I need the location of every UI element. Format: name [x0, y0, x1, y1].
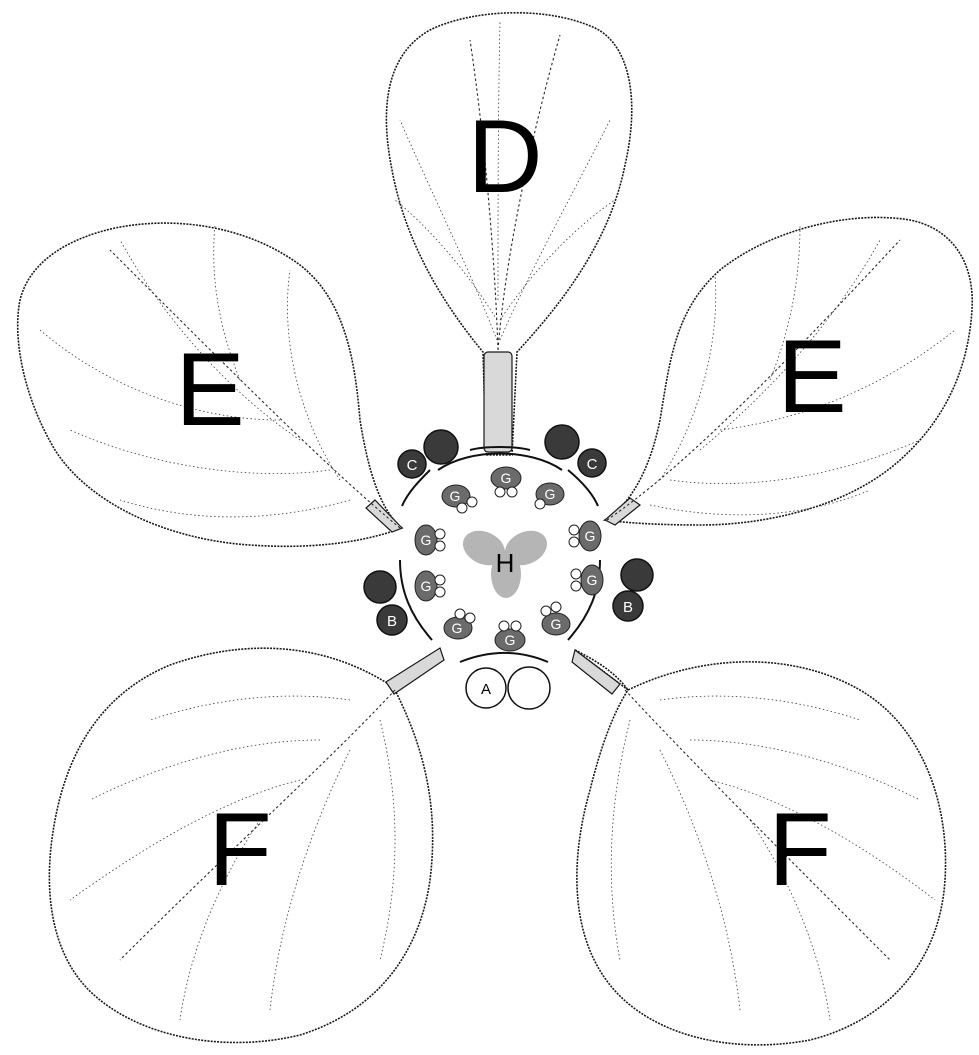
stamen: G: [535, 483, 564, 509]
label-petal-f-left: F: [208, 792, 272, 908]
stamen: G: [415, 571, 445, 601]
sepal-upper-left-large: [424, 430, 458, 464]
petal-lower-right: F: [572, 650, 946, 1045]
petal-upper-right: E: [605, 217, 972, 525]
label-sepal-b-right: B: [623, 599, 633, 616]
petal-upper-left: E: [18, 223, 402, 546]
label-pistil-h: H: [496, 548, 515, 578]
stamen: G: [415, 525, 445, 555]
label-stamen-g: G: [421, 532, 432, 548]
stamen: G: [491, 467, 521, 497]
label-stamen-g: G: [545, 486, 556, 502]
stamen: G: [541, 602, 570, 635]
bract-right-circle: [508, 667, 550, 709]
stamen: G: [495, 621, 525, 651]
label-sepal-c-left: C: [407, 457, 418, 474]
sepal-lower-right-large: [621, 559, 653, 591]
label-stamen-g: G: [421, 578, 432, 594]
sepal-lower-left-large: [364, 571, 396, 603]
stamen: G: [444, 609, 475, 639]
stamen: G: [442, 485, 477, 513]
label-petal-e-left: E: [175, 332, 244, 448]
label-petal-e-right: E: [777, 319, 846, 435]
label-sepal-b-left: B: [387, 613, 397, 630]
label-stamen-g: G: [450, 488, 461, 504]
label-stamen-g: G: [501, 470, 512, 486]
label-stamen-g: G: [551, 616, 562, 632]
petal-lower-left: F: [49, 648, 444, 1042]
label-stamen-g: G: [452, 620, 463, 636]
label-stamen-g: G: [585, 528, 596, 544]
label-stamen-g: G: [505, 632, 516, 648]
pistil: H: [457, 524, 552, 598]
stamen: G: [571, 565, 603, 595]
label-petal-f-right: F: [768, 792, 832, 908]
sepal-upper-right-large: [545, 425, 579, 459]
label-petal-d: D: [467, 99, 542, 215]
label-stamen-g: G: [587, 572, 598, 588]
stamen: G: [569, 521, 601, 551]
label-sepal-c-right: C: [587, 456, 598, 473]
petal-top: D: [386, 13, 631, 455]
label-bract-a: A: [481, 681, 491, 698]
bract: A: [466, 667, 550, 709]
